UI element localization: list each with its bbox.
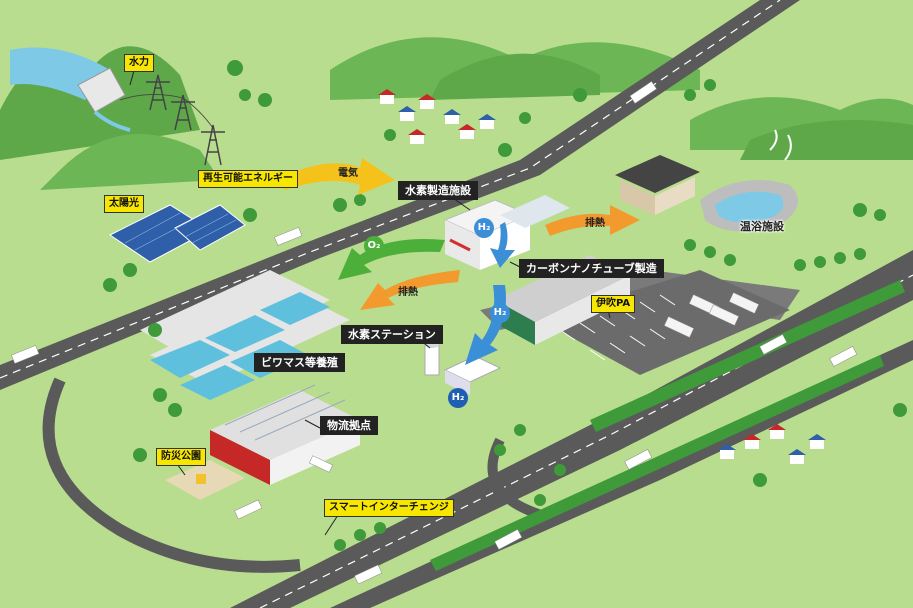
heat-to-bath-arrow <box>545 205 640 236</box>
warehouse <box>210 384 360 485</box>
renewable-label: 再生可能エネルギー <box>198 170 298 188</box>
houses <box>378 89 826 464</box>
electricity-arrow <box>280 158 395 195</box>
smart-ic-label: スマートインターチェンジ <box>324 499 454 517</box>
disaster-park <box>165 460 245 500</box>
cnt-label: カーボンナノチューブ製造 <box>519 259 664 278</box>
aquaculture-label: ビワマス等養殖 <box>254 353 345 372</box>
electricity-label: 電気 <box>338 168 358 179</box>
trees <box>103 60 907 551</box>
vehicles <box>11 81 858 585</box>
dam <box>10 47 131 132</box>
heat-to-fish-arrow <box>360 270 460 310</box>
oxygen-arrow <box>338 239 445 280</box>
bath-facility <box>615 129 798 232</box>
h2-plant-label: 水素製造施設 <box>398 181 478 200</box>
h2-to-cnt-arrow <box>490 222 515 268</box>
disaster-park-label: 防災公園 <box>156 448 206 466</box>
h2-badge-flow: H₂ <box>490 303 510 323</box>
solar-panels <box>109 204 246 263</box>
bath-label: 温浴施設 <box>740 220 784 233</box>
pa-label: 伊吹PA <box>591 295 636 313</box>
hydrogen-station <box>424 342 502 395</box>
o2-badge: O₂ <box>364 236 384 256</box>
parked-trucks <box>663 292 760 338</box>
h2-station-label: 水素ステーション <box>341 325 443 344</box>
heat-to-fish-label: 排熱 <box>398 287 418 298</box>
flow-arrows <box>280 158 640 365</box>
h2-station-sign: H₂ <box>448 388 468 408</box>
h2-badge-plant: H₂ <box>474 218 494 238</box>
tree-rows <box>430 280 905 571</box>
power-towers <box>119 74 225 166</box>
heat-to-bath-label: 排熱 <box>585 218 605 229</box>
logistics-label: 物流拠点 <box>320 416 378 435</box>
parking-lines <box>559 294 676 361</box>
solar-label: 太陽光 <box>104 195 144 213</box>
hydro-label: 水力 <box>124 54 154 72</box>
parking-lot <box>540 270 790 375</box>
